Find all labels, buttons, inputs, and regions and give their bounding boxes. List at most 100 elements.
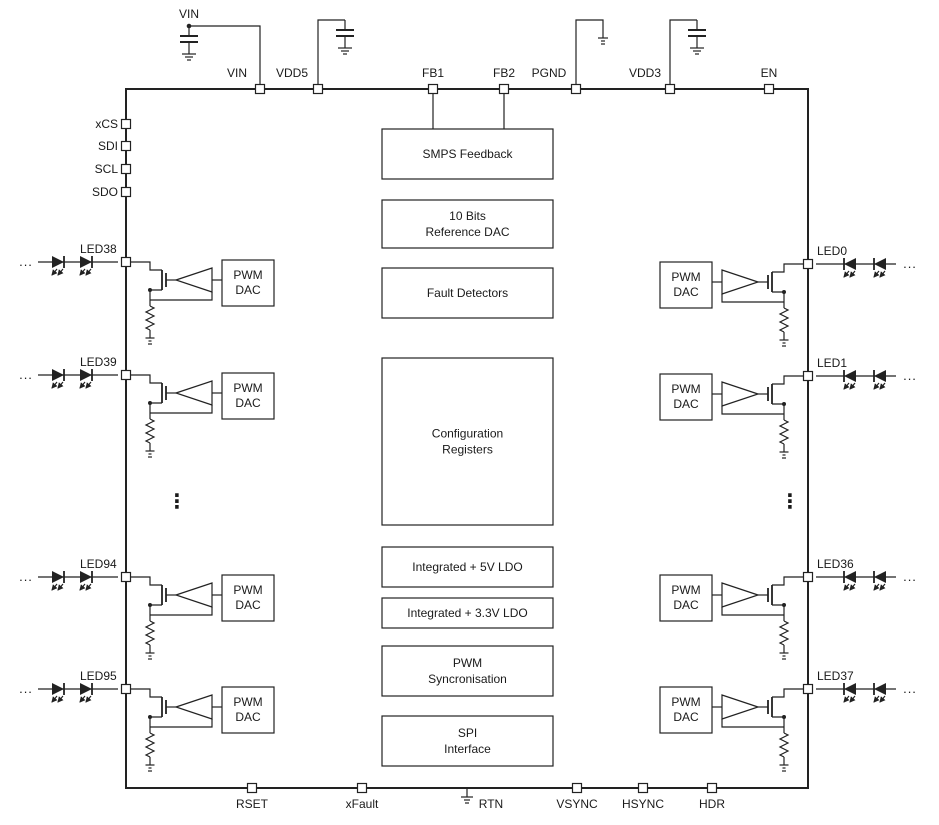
pin-hdr	[706, 782, 718, 794]
junction-dot	[782, 715, 786, 719]
emission-arrow	[79, 695, 86, 703]
pin-en	[763, 83, 775, 95]
continuation-dots: ...	[903, 368, 917, 383]
continuation-dots: ...	[19, 367, 33, 382]
led-icon	[51, 683, 65, 703]
block-label: PWM	[453, 656, 482, 670]
emission-arrow	[849, 382, 856, 390]
internal-block	[381, 199, 554, 249]
block-label: SPI	[458, 726, 477, 740]
led-icon	[79, 369, 93, 389]
capacitor-icon	[336, 20, 354, 55]
pins	[120, 83, 775, 804]
pin-led38	[120, 256, 132, 268]
led-icon	[79, 683, 93, 703]
emission-arrow	[843, 270, 850, 278]
top-pin-label: FB1	[422, 66, 444, 80]
emission-arrow	[85, 381, 92, 389]
resistor-icon	[778, 419, 790, 445]
serial-pin-label: xCS	[95, 117, 118, 131]
led-icon	[873, 571, 886, 591]
internal-block	[381, 267, 554, 319]
vdd5-net	[317, 19, 345, 85]
source-wire	[149, 604, 162, 621]
emission-arrow	[843, 382, 850, 390]
vertical-ellipsis: ⋮	[780, 491, 800, 513]
pwm-dac-block	[221, 372, 275, 420]
ground-icon	[145, 337, 155, 345]
ground-icon	[338, 47, 352, 55]
amplifier-icon	[174, 582, 213, 608]
dac-label: DAC	[673, 598, 699, 612]
pin-led1	[802, 370, 814, 382]
pin-sdi	[120, 140, 132, 152]
junction-dot	[782, 603, 786, 607]
led-channel-label: LED95	[80, 669, 117, 683]
emission-arrow	[51, 381, 58, 389]
led-icon	[843, 571, 856, 591]
resistor-icon	[144, 732, 156, 758]
amplifier-icon	[174, 267, 213, 293]
emission-arrow	[79, 268, 86, 276]
led-icon	[79, 571, 93, 591]
emission-arrow	[51, 695, 58, 703]
dac-label: DAC	[235, 283, 261, 297]
led-triangle	[52, 571, 64, 583]
ground-icon	[598, 37, 608, 45]
internal-block	[381, 645, 554, 697]
led-triangle	[80, 571, 92, 583]
led-icon	[51, 571, 65, 591]
feedback-wire	[150, 719, 213, 728]
feedback-wire	[150, 405, 213, 414]
block-label: Configuration	[432, 427, 503, 441]
top-pin-label: FB2	[493, 66, 515, 80]
junction-dot	[148, 401, 152, 405]
pwm-dac-block	[659, 686, 713, 734]
led-triangle	[80, 683, 92, 695]
emission-arrow	[85, 695, 92, 703]
pwm-dac-block	[659, 574, 713, 622]
ground-icon	[145, 450, 155, 458]
source-wire	[149, 289, 162, 306]
emission-arrow	[85, 583, 92, 591]
drain-wire	[772, 576, 803, 586]
emission-arrow	[873, 583, 880, 591]
pwm-dac-block	[221, 574, 275, 622]
block-label: Syncronisation	[428, 672, 507, 686]
block-label: Integrated + 5V LDO	[412, 560, 522, 574]
emission-arrow	[57, 695, 64, 703]
pwm-dac-block	[659, 261, 713, 309]
emission-arrow	[51, 583, 58, 591]
dac-label: DAC	[235, 598, 261, 612]
top-pin-label: VIN	[227, 66, 247, 80]
led-channel-label: LED0	[817, 244, 847, 258]
serial-pin-label: SDO	[92, 185, 118, 199]
dac-label: PWM	[233, 381, 262, 395]
led-channel-label: LED37	[817, 669, 854, 683]
led-icon	[843, 683, 856, 703]
emission-arrow	[849, 695, 856, 703]
pwm-dac-block	[221, 686, 275, 734]
led-triangle	[844, 258, 856, 270]
internal-block	[381, 128, 554, 180]
capacitor-icon	[180, 26, 198, 61]
dac-label: DAC	[235, 710, 261, 724]
amplifier-icon	[721, 582, 760, 608]
emission-arrow	[849, 270, 856, 278]
led-triangle	[52, 256, 64, 268]
feedback-wire	[150, 607, 213, 616]
emission-arrow	[879, 270, 886, 278]
led-triangle	[52, 369, 64, 381]
resistor-icon	[144, 305, 156, 331]
bottom-pin-label: xFault	[346, 797, 379, 811]
led-triangle	[52, 683, 64, 695]
dac-label: DAC	[673, 710, 699, 724]
led-triangle	[874, 571, 886, 583]
amplifier-icon	[721, 381, 760, 407]
drain-wire	[131, 576, 162, 586]
dac-label: PWM	[671, 270, 700, 284]
chip-body	[125, 88, 809, 789]
